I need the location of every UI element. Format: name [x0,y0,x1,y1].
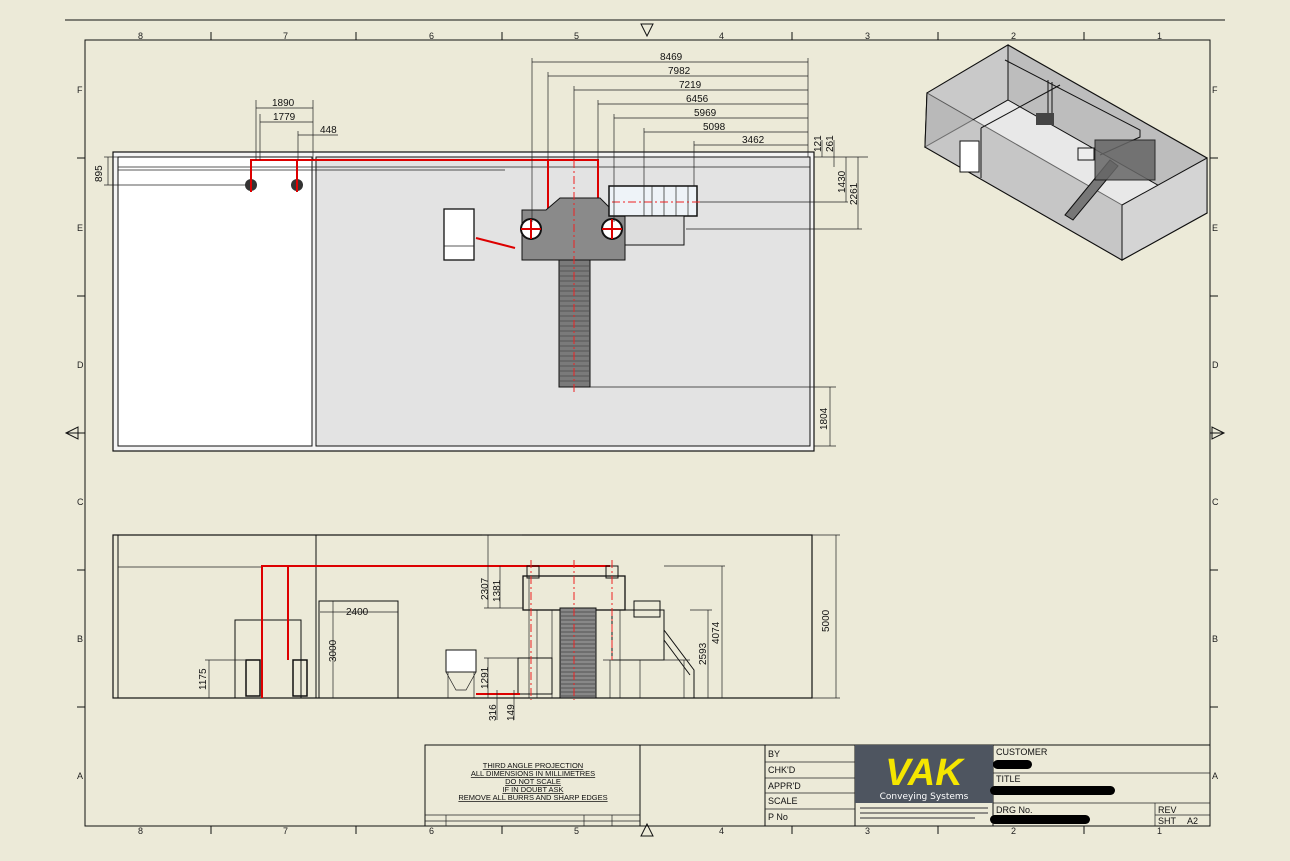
dim-label: 8469 [660,52,683,63]
disclaimer-text [860,807,988,819]
logo-text: VAK [885,752,965,794]
table [608,185,698,217]
row-label: E [77,223,83,233]
note: ALL DIMENSIONS IN MILLIMETRES [471,769,595,778]
note: IF IN DOUBT ASK [502,785,563,794]
dim-label: 2261 [849,182,860,205]
dim-label: 7982 [668,66,691,77]
dim-label: 261 [825,135,836,152]
col-label: 3 [865,31,870,41]
customer-label: CUSTOMER [996,747,1048,757]
dim-label: 3462 [742,135,765,146]
col-label: 7 [283,31,288,41]
incline-conveyor [559,607,597,699]
col-label: 5 [574,31,579,41]
col-label: 2 [1011,31,1016,41]
title-block: THIRD ANGLE PROJECTION ALL DIMENSIONS IN… [424,744,1211,827]
sheet-label: SHT [1158,816,1177,826]
row-label: E [1212,223,1218,233]
drawing-number-label: DRG No. [996,805,1033,815]
dim-label: 1430 [837,170,848,193]
col-label: 2 [1011,826,1016,836]
company-logo [855,745,993,803]
dim-label: 895 [94,165,105,182]
dim-label: 4074 [711,621,722,644]
checked-label: CHK'D [768,765,796,775]
note: THIRD ANGLE PROJECTION [483,761,583,770]
dim-label: 1291 [480,666,491,689]
sheet-size: A2 [1187,816,1198,826]
col-label: 6 [429,826,434,836]
dim-label: 121 [813,135,824,152]
redacted-customer [993,760,1032,769]
mixer [624,215,685,246]
approved-label: APPR'D [768,781,801,791]
row-label: B [1212,634,1218,644]
row-label: C [77,497,84,507]
dim-label: 1804 [819,407,830,430]
col-label: 8 [138,31,143,41]
part-no-label: P No [768,812,788,822]
row-label: D [77,360,84,370]
col-label: 4 [719,826,724,836]
centering-marks [64,23,1226,837]
col-label: 3 [865,826,870,836]
door [318,600,399,699]
col-label: 8 [138,826,143,836]
redacted-title [990,786,1115,795]
row-label: F [1212,85,1218,95]
redacted-drawing-number [990,815,1090,824]
bag-tip-unit [443,208,475,261]
row-labels: F E D C B A F E D C B A [77,85,1219,781]
row-label: A [1212,771,1218,781]
dim-label: 5000 [821,609,832,632]
dim-label: 1890 [272,98,295,109]
col-label: 7 [283,826,288,836]
isometric-view [923,44,1209,261]
column-labels: 8 7 6 5 4 3 2 1 8 7 6 5 4 3 2 1 [138,31,1162,836]
col-label: 1 [1157,31,1162,41]
title-label: TITLE [996,774,1021,784]
by-label: BY [768,749,780,759]
row-label: F [77,85,83,95]
dim-label: 448 [320,125,337,136]
dim-label: 2593 [698,642,709,665]
dim-label: 5098 [703,122,726,133]
row-label: D [1212,360,1219,370]
column-ticks [77,32,1218,834]
dim-label: 316 [488,704,499,721]
row-label: B [77,634,83,644]
note: REMOVE ALL BURRS AND SHARP EDGES [458,793,607,802]
dim-label: 1381 [492,579,503,602]
revision-label: REV [1158,805,1177,815]
plan-left-room [117,156,313,447]
scale-label: SCALE [768,796,798,806]
row-label: C [1212,497,1219,507]
col-label: 6 [429,31,434,41]
dim-label: 6456 [686,94,709,105]
dim-label: 1779 [273,112,296,123]
dim-label: 2307 [480,577,491,600]
note: DO NOT SCALE [505,777,561,786]
col-label: 4 [719,31,724,41]
dim-label: 7219 [679,80,702,91]
dim-label: 5969 [694,108,717,119]
bag-tip-unit [445,649,477,673]
dim-label: 1175 [198,668,209,690]
plan-view: 8469 7982 7219 6456 5969 5098 3462 1890 … [94,52,868,452]
logo-tagline: Conveying Systems [880,792,969,802]
col-label: 5 [574,826,579,836]
col-label: 1 [1157,826,1162,836]
row-label: A [77,771,83,781]
dim-label: 149 [506,704,517,721]
dim-label: 2400 [346,607,369,618]
side-elevation: 2400 3000 1175 2307 1381 1291 316 149 40… [112,534,840,721]
dim-label: 3000 [328,639,339,662]
conveying-pipe [261,565,610,698]
